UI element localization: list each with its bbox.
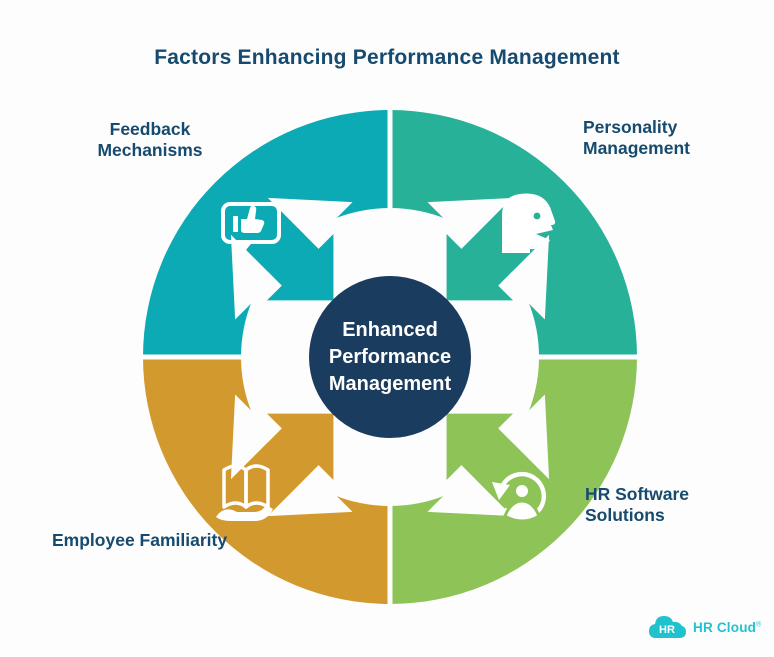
talking-head-icon xyxy=(502,193,556,253)
arrow-shape xyxy=(219,186,334,301)
arrow-shape xyxy=(446,413,561,528)
center-title: Enhanced Performance Management xyxy=(300,317,480,398)
arrow-shape xyxy=(219,413,334,528)
arrow-bottom-left xyxy=(219,394,353,528)
center-line: Performance xyxy=(328,346,452,368)
label-line: Management xyxy=(583,137,690,158)
label-line: Personality xyxy=(583,117,678,137)
page-title: Factors Enhancing Performance Management xyxy=(154,46,620,69)
label-line: Mechanisms xyxy=(97,139,203,160)
label-line: HR Software xyxy=(585,484,690,504)
arrow-notch xyxy=(230,234,276,320)
label-personality-management: Personality Management xyxy=(583,117,690,158)
center-line: Enhanced xyxy=(342,319,438,341)
label-line: Employee Familiarity xyxy=(52,530,228,550)
arrow-notch xyxy=(230,394,276,480)
arrow-notch xyxy=(504,234,550,320)
logo-wordmark: HR Cloud® xyxy=(693,620,761,635)
arrow-top-left xyxy=(219,186,353,320)
center-line: Management xyxy=(328,373,452,395)
arrow-notch xyxy=(504,394,550,480)
label-line: Solutions xyxy=(585,504,665,525)
arrow-notch xyxy=(427,197,513,243)
thumbs-up-comment-icon xyxy=(221,202,281,255)
book-on-hand-icon xyxy=(216,464,273,521)
label-feedback-mechanisms: Feedback Mechanisms xyxy=(40,119,260,160)
label-line: Feedback xyxy=(109,119,191,139)
cloud-badge-text: HR xyxy=(659,624,675,636)
arrow-notch xyxy=(267,471,353,517)
label-hr-software-solutions: HR Software Solutions xyxy=(585,484,689,525)
cloud-icon: HR xyxy=(649,616,686,638)
logo-name-text: HR Cloud xyxy=(693,619,757,635)
center-circle xyxy=(309,276,471,438)
arrow-bottom-right xyxy=(427,394,561,528)
hr-cloud-logo: HR HR Cloud® xyxy=(646,611,761,643)
arrow-notch xyxy=(267,197,353,243)
arrow-notch xyxy=(427,471,513,517)
registered-mark: ® xyxy=(756,621,762,628)
label-employee-familiarity: Employee Familiarity xyxy=(52,530,227,551)
person-sync-icon xyxy=(492,471,547,523)
